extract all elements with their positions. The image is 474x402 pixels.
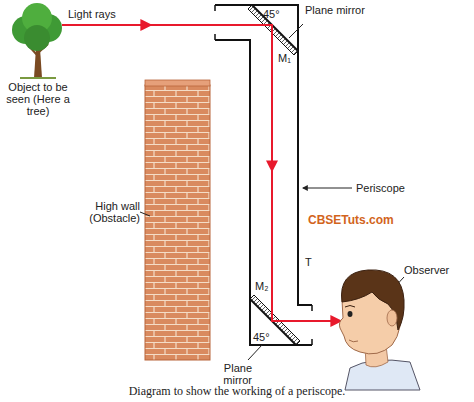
angle-label: 45° [253, 331, 277, 343]
light-ray [62, 25, 340, 321]
observer-figure [339, 270, 420, 390]
high-wall [145, 80, 210, 360]
observer-label: Observer [404, 264, 468, 276]
mirror-label: Plane mirror [200, 362, 252, 386]
ray-label: Light rays [68, 8, 138, 20]
mirror-name: M₁ [278, 52, 296, 64]
tree [12, 3, 62, 78]
periscope-label: Periscope [356, 182, 416, 194]
watermark: CBSETuts.com [308, 214, 398, 226]
periscope-tube [215, 5, 312, 345]
tube-label: T [305, 256, 317, 268]
wall-label: High wall (Obstacle) [60, 200, 140, 224]
mirror-name: M₂ [255, 280, 273, 292]
caption: Diagram to show the working of a perisco… [0, 384, 474, 399]
mirror-label: Plane mirror [305, 4, 367, 16]
object-label: Object to be seen (Here a tree) [2, 81, 74, 117]
angle-label: 45° [263, 8, 287, 20]
